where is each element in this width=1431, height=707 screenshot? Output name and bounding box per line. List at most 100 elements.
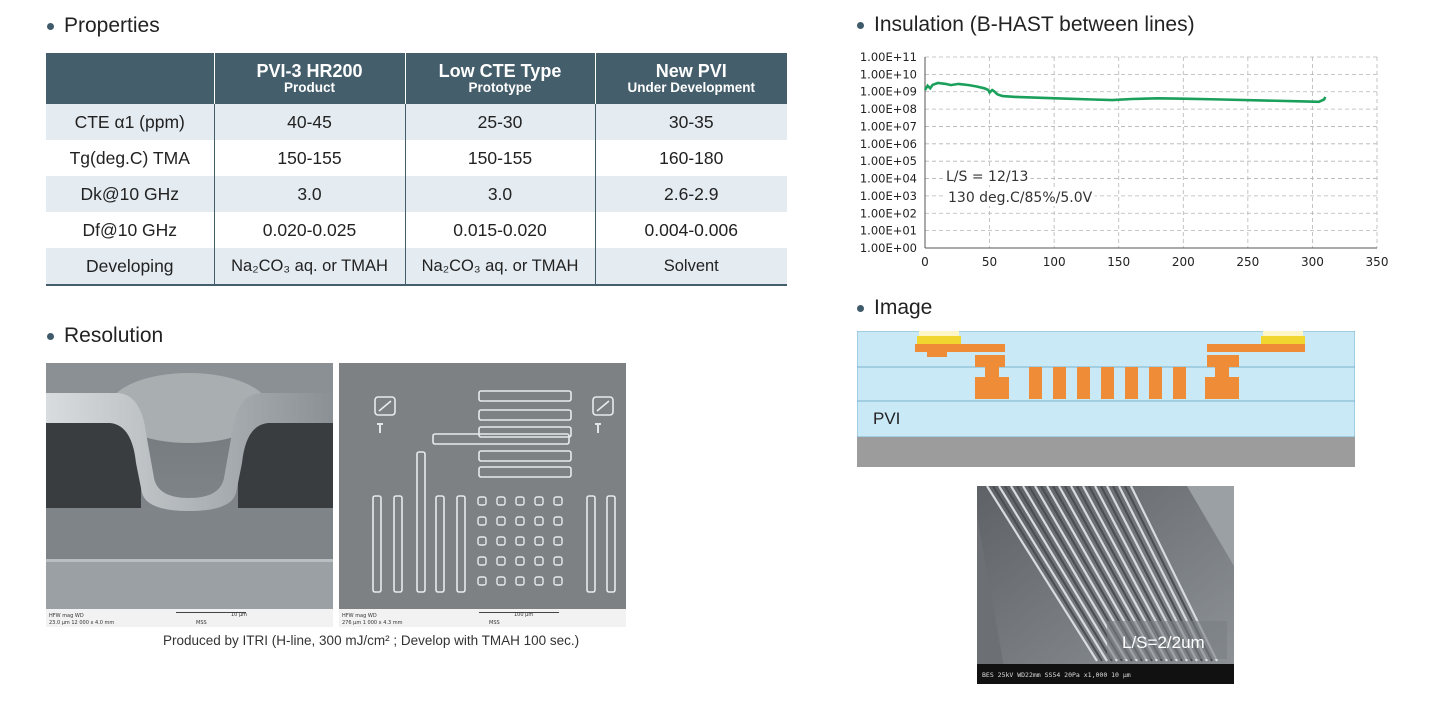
sem-meta-field: 12 000 x — [71, 620, 93, 626]
properties-heading-text: Properties — [64, 14, 160, 37]
image-heading: Image — [857, 296, 932, 320]
table-cell: Na₂CO₃ aq. or TMAH — [213, 248, 405, 286]
sem-meta-field: mag — [62, 613, 73, 619]
table-cell: 40-45 — [213, 104, 405, 140]
properties-heading: Properties — [47, 14, 160, 38]
annotation-background — [946, 190, 1095, 206]
table-row: Tg(deg.C) TMA 150-155 150-155 160-180 — [46, 140, 787, 176]
table-cell: 2.6-2.9 — [594, 176, 787, 212]
sem-meta-field: MSS — [196, 620, 207, 626]
chart-y-ticks: 1.00E+00 1.00E+01 1.00E+02 1.00E+03 1.00E+04… — [860, 50, 917, 255]
column-subtitle: Prototype — [468, 79, 532, 95]
y-tick-label: 1.00E+04 — [860, 172, 917, 186]
y-tick-label: 1.00E+02 — [860, 206, 917, 220]
x-tick-label: 150 — [1107, 255, 1130, 269]
pvi-label: PVI — [873, 409, 900, 428]
resolution-heading-text: Resolution — [64, 324, 164, 347]
y-tick-label: 1.00E+06 — [860, 137, 917, 151]
annotation-background — [944, 169, 1031, 185]
sem-meta-text: HFW mag WD — [49, 613, 84, 619]
sem-via-image: 10 μm HFW mag WD 23.0 μm 12 000 x 4.0 mm… — [46, 363, 333, 627]
resolution-caption: Produced by ITRI (H-line, 300 mJ/cm² ; D… — [163, 633, 580, 648]
sem-meta-field: 23.0 μm — [49, 620, 70, 626]
insulation-heading-text: Insulation (B-HAST between lines) — [874, 13, 1195, 36]
y-tick-label: 1.00E+07 — [860, 119, 917, 133]
table-row: Df@10 GHz 0.020-0.025 0.015-0.020 0.004-… — [46, 212, 787, 248]
sem-meta-text: 23.0 μm 12 000 x 4.0 mm — [49, 620, 114, 626]
x-tick-label: 50 — [982, 255, 997, 269]
y-tick-label: 1.00E+11 — [860, 50, 917, 64]
y-tick-label: 1.00E+05 — [860, 154, 917, 168]
column-subtitle: Under Development — [627, 79, 756, 95]
bullet-icon — [857, 21, 864, 29]
chart-annotation: L/S = 12/13 — [946, 169, 1028, 185]
table-cell: 0.004-0.006 — [594, 212, 787, 248]
sem-scale-label: 100 μm — [514, 612, 533, 618]
bullet-icon — [47, 22, 54, 30]
sem-meta-field: 4.0 mm — [95, 620, 114, 626]
sem-meta-field: WD — [368, 613, 377, 619]
table-row: Developing Na₂CO₃ aq. or TMAH Na₂CO₃ aq.… — [46, 248, 787, 286]
resolution-heading: Resolution — [47, 324, 163, 348]
table-cell: 25-30 — [404, 104, 595, 140]
row-label: Df@10 GHz — [82, 219, 178, 240]
table-cell: 0.020-0.025 — [213, 212, 405, 248]
chart-annotation: 130 deg.C/85%/5.0V — [948, 190, 1093, 206]
y-tick-label: 1.00E+10 — [860, 67, 917, 81]
cross-section-diagram: PVI — [857, 331, 1355, 467]
row-label: Developing — [46, 248, 214, 286]
column-title: New PVI — [655, 60, 727, 81]
table-cell: Solvent — [594, 248, 787, 286]
sem-meta-field: 1 000 x — [363, 620, 382, 626]
table-cell: 160-180 — [594, 140, 787, 176]
y-tick-label: 1.00E+08 — [860, 102, 917, 116]
table-row: Dk@10 GHz 3.0 3.0 2.6-2.9 — [46, 176, 787, 212]
insulation-chart: 1.00E+00 1.00E+01 1.00E+02 1.00E+03 1.00E+04… — [860, 50, 1389, 269]
table-cell: 150-155 — [404, 140, 595, 176]
y-tick-label: 1.00E+09 — [860, 85, 917, 99]
chart-grid — [924, 56, 1378, 249]
ls-label: L/S=2/2um — [1122, 633, 1205, 652]
table-cell: 3.0 — [213, 176, 405, 212]
x-tick-label: 300 — [1301, 255, 1324, 269]
x-tick-label: 250 — [1236, 255, 1259, 269]
column-title: Low CTE Type — [438, 60, 562, 81]
sem-scale-label: 10 μm — [231, 612, 247, 618]
x-tick-label: 350 — [1366, 255, 1389, 269]
sem-lines-image: L/S=2/2um BES 25kV WD22mm SS54 20Pa x1,0… — [977, 486, 1234, 684]
y-tick-label: 1.00E+01 — [860, 224, 917, 238]
table-cell: 3.0 — [404, 176, 595, 212]
sem-meta-text: 276 μm 1 000 x 4.3 mm — [342, 620, 403, 626]
sem-meta-field: WD — [75, 613, 84, 619]
sem-pattern-image: 100 μm HFW mag WD 276 μm 1 000 x 4.3 mm … — [339, 363, 626, 627]
sem-meta-field: mag — [355, 613, 366, 619]
image-heading-text: Image — [874, 296, 933, 319]
sem-meta-text: HFW mag WD — [342, 613, 377, 619]
bullet-icon — [857, 304, 864, 312]
table-cell: 0.015-0.020 — [404, 212, 595, 248]
series-line — [923, 81, 1327, 104]
sem-meta-field: 276 μm — [342, 620, 361, 626]
row-label: Dk@10 GHz — [46, 176, 214, 212]
row-label: CTE α1 (ppm) — [46, 104, 214, 140]
y-tick-label: 1.00E+03 — [860, 189, 917, 203]
x-tick-label: 100 — [1043, 255, 1066, 269]
sem-meta-field: MSS — [489, 620, 500, 626]
sem-meta-field: HFW — [49, 613, 61, 619]
y-tick-label: 1.00E+00 — [860, 241, 917, 255]
column-subtitle: Product — [283, 79, 335, 95]
x-tick-label: 200 — [1172, 255, 1195, 269]
bullet-icon — [47, 332, 54, 340]
insulation-heading: Insulation (B-HAST between lines) — [857, 13, 1195, 37]
sem-meta-field: 4.3 mm — [383, 620, 402, 626]
table-header-blank — [46, 53, 214, 104]
sem-meta-field: HFW — [342, 613, 354, 619]
row-label: Tg(deg.C) TMA — [69, 147, 190, 168]
table-row: CTE α1 (ppm) 40-45 25-30 30-35 — [46, 104, 787, 140]
